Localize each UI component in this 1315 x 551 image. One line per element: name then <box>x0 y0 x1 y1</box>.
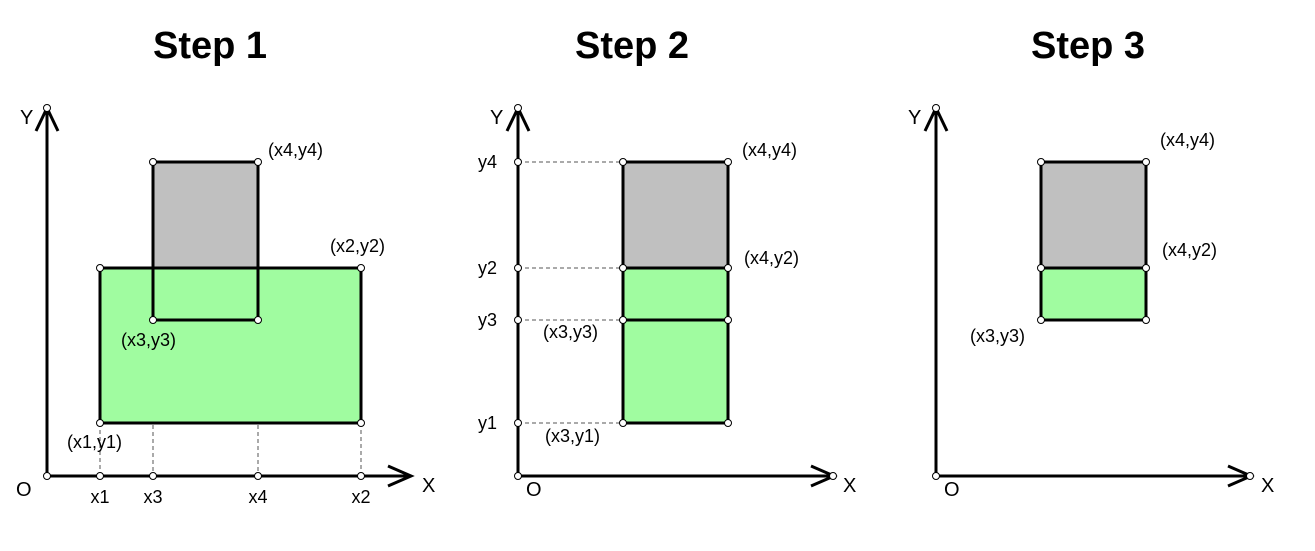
corner-point <box>357 419 365 427</box>
corner-point <box>1142 264 1150 272</box>
corner-point <box>1142 158 1150 166</box>
point-label-x3-y1: (x3,y1) <box>545 426 600 446</box>
x-tick-label: x3 <box>143 487 162 507</box>
origin-point <box>43 472 51 480</box>
tick-point-y1 <box>514 419 522 427</box>
axis-end-point <box>829 472 837 480</box>
point-label-x4-y2: (x4,y2) <box>1162 240 1217 260</box>
corner-point <box>357 264 365 272</box>
corner-point <box>96 419 104 427</box>
corner-point <box>724 158 732 166</box>
tick-point-x4 <box>254 472 262 480</box>
step-3-panel: Step 3 Y X O (x4,y4) (x4,y2) (x3,y3) <box>908 25 1274 501</box>
point-label-x4-y4: (x4,y4) <box>742 140 797 160</box>
point-label-x3-y3: (x3,y3) <box>970 326 1025 346</box>
x-axis-arrow-icon <box>387 464 415 488</box>
tick-point-y4 <box>514 158 522 166</box>
green-rectangle <box>621 266 730 425</box>
corner-point <box>1037 264 1045 272</box>
y-axis-label: Y <box>490 107 503 129</box>
x-tick-label: x4 <box>248 487 267 507</box>
corner-point <box>254 158 262 166</box>
point-label-x4-y4: (x4,y4) <box>268 140 323 160</box>
axis-end-point <box>932 104 940 112</box>
corner-point <box>149 316 157 324</box>
origin-label: O <box>944 479 960 501</box>
gray-rectangle <box>1039 160 1148 270</box>
x-tick-label: x2 <box>351 487 370 507</box>
corner-point <box>724 264 732 272</box>
gray-rectangle <box>151 160 260 270</box>
y-tick-label: y2 <box>478 258 497 278</box>
corner-point <box>254 316 262 324</box>
origin-point <box>932 472 940 480</box>
tick-point-x2 <box>357 472 365 480</box>
point-label-x1-y1: (x1,y1) <box>67 432 122 452</box>
y-tick-label: y4 <box>478 152 497 172</box>
corner-point <box>1037 158 1045 166</box>
step-2-title: Step 2 <box>575 25 689 67</box>
x-axis-label: X <box>843 475 856 497</box>
point-label-x3-y3: (x3,y3) <box>121 330 176 350</box>
point-label-x3-y3: (x3,y3) <box>543 322 598 342</box>
point-label-x4-y2: (x4,y2) <box>744 248 799 268</box>
corner-point <box>724 419 732 427</box>
tick-point-x1 <box>96 472 104 480</box>
corner-point <box>149 158 157 166</box>
corner-point <box>619 419 627 427</box>
step-1-title: Step 1 <box>153 25 267 67</box>
corner-point <box>96 264 104 272</box>
step-2-panel: Step 2 Y X O y4 <box>478 25 856 501</box>
origin-point <box>514 472 522 480</box>
step-3-title: Step 3 <box>1031 25 1145 67</box>
gray-rectangle <box>621 160 730 270</box>
origin-label: O <box>16 479 32 501</box>
overlap-outline <box>151 266 260 322</box>
step-1-panel: Step 1 Y X O (x4,y <box>16 25 435 507</box>
green-rectangle <box>98 266 363 425</box>
y-axis-label: Y <box>20 107 33 129</box>
corner-point <box>619 316 627 324</box>
corner-point <box>1142 316 1150 324</box>
axis-end-point <box>1246 472 1254 480</box>
green-rectangle <box>1039 266 1148 322</box>
axis-end-point <box>43 104 51 112</box>
x-axis-label: X <box>422 475 435 497</box>
point-label-x4-y4: (x4,y4) <box>1160 130 1215 150</box>
origin-label: O <box>526 479 542 501</box>
point-label-x2-y2: (x2,y2) <box>330 236 385 256</box>
tick-point-x3 <box>149 472 157 480</box>
y-axis-label: Y <box>908 107 921 129</box>
corner-point <box>1037 316 1045 324</box>
x-tick-label: x1 <box>90 487 109 507</box>
y-tick-label: y3 <box>478 310 497 330</box>
x-axis-label: X <box>1261 475 1274 497</box>
corner-point <box>619 264 627 272</box>
corner-point <box>619 158 627 166</box>
tick-point-y2 <box>514 264 522 272</box>
axis-end-point <box>514 104 522 112</box>
corner-point <box>724 316 732 324</box>
tick-point-y3 <box>514 316 522 324</box>
y-tick-label: y1 <box>478 413 497 433</box>
